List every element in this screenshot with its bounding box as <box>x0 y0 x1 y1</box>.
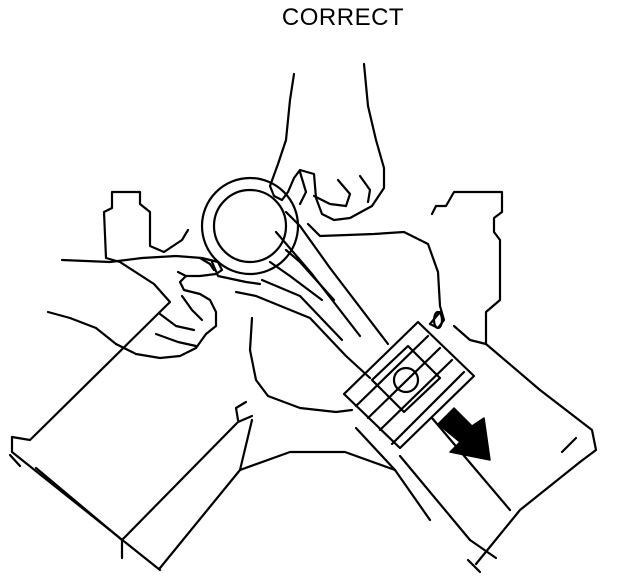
left-hand <box>48 256 222 358</box>
engine-block <box>10 192 596 572</box>
connecting-rod <box>236 212 388 378</box>
diagram-caption: CORRECT <box>281 4 405 31</box>
arrow-down-right-icon <box>438 408 490 460</box>
upper-hand <box>270 64 384 220</box>
rod-big-end <box>202 178 298 284</box>
piston <box>344 322 474 448</box>
crankcase-web <box>250 224 444 412</box>
